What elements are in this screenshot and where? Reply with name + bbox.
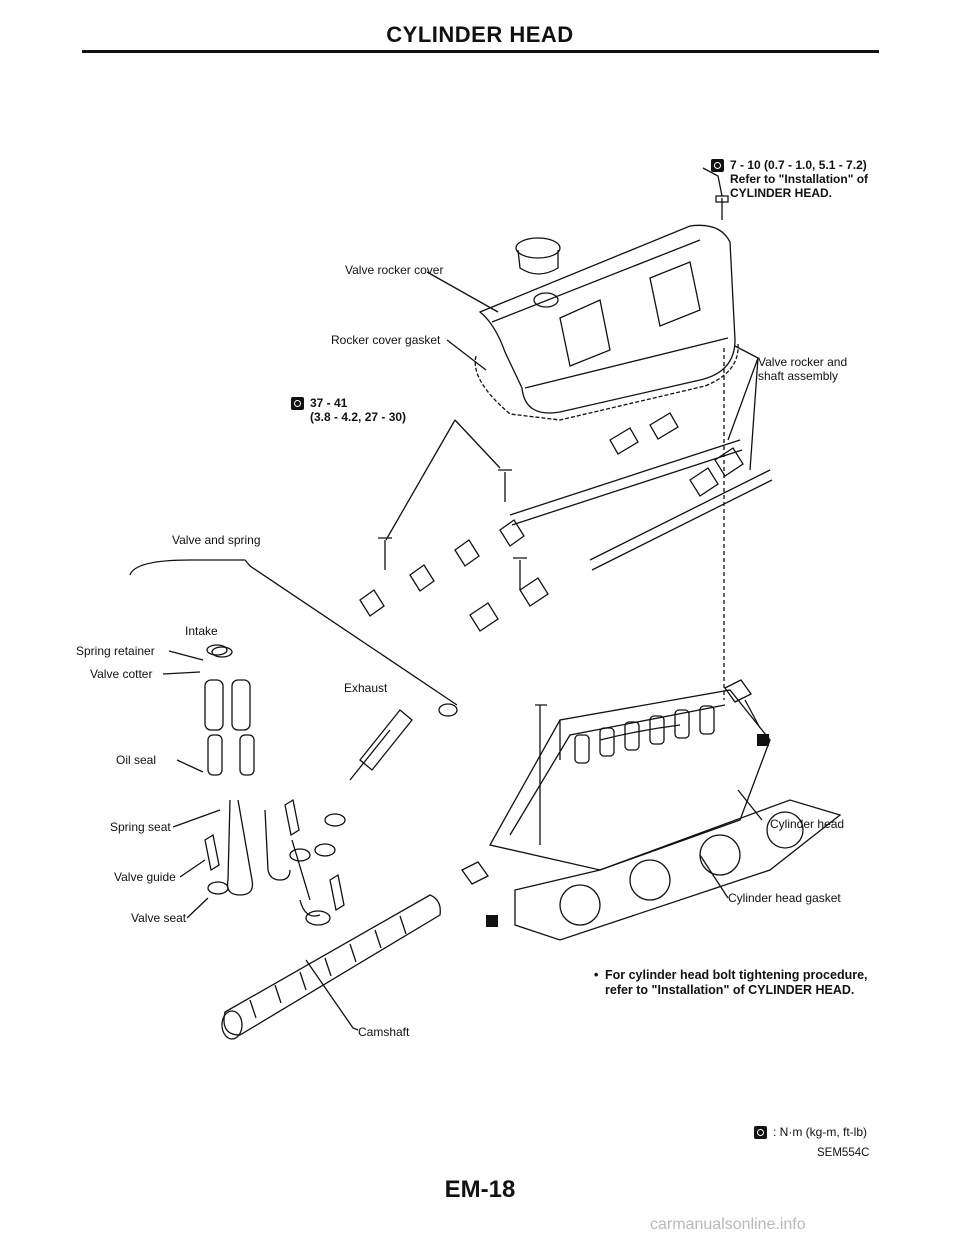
torque-note-line-3: CYLINDER HEAD. [730, 186, 833, 200]
torque-spec-shaft: 37 - 41 (3.8 - 4.2, 27 - 30) [291, 396, 406, 424]
label-valve-rocker-cover: Valve rocker cover [345, 263, 444, 277]
label-cylinder-head: Cylinder head [770, 817, 845, 831]
cylinder-head-gasket-shape [514, 799, 842, 941]
label-valve-rocker-and: Valve rocker and [758, 355, 848, 369]
page-number: EM-18 [444, 1176, 516, 1203]
head-valve-springs [574, 705, 715, 764]
rocker-cover-gasket-shape [474, 343, 739, 421]
valve-springs [204, 679, 413, 781]
label-valve-guide: Valve guide [114, 870, 176, 884]
label-intake: Intake [185, 624, 218, 638]
note-line-1: For cylinder head bolt tightening proced… [605, 968, 868, 982]
torque-value: 37 - 41 [310, 396, 348, 410]
rocker-shaft-2 [589, 469, 773, 571]
label-exhaust: Exhaust [344, 681, 388, 695]
torque-wrench-icon [711, 159, 724, 172]
rocker-arms [359, 412, 744, 632]
valve-exhaust [264, 809, 291, 881]
rocker-shaft-1 [509, 439, 743, 526]
units-text: : N·m (kg-m, ft-lb) [773, 1125, 867, 1139]
bolt-tightening-note: • For cylinder head bolt tightening proc… [594, 968, 868, 998]
label-valve-seat: Valve seat [131, 911, 187, 925]
new-part-mark [757, 734, 769, 746]
new-part-mark [486, 915, 498, 927]
label-spring-retainer: Spring retainer [76, 644, 155, 658]
title-rule [82, 50, 879, 53]
page-title: CYLINDER HEAD [386, 22, 574, 47]
torque-value: 7 - 10 (0.7 - 1.0, 5.1 - 7.2) [730, 158, 867, 172]
units-legend: : N·m (kg-m, ft-lb) [754, 1125, 867, 1139]
label-oil-seal: Oil seal [116, 753, 157, 767]
torque-note-line-2: (3.8 - 4.2, 27 - 30) [310, 410, 407, 424]
note-bullet: • [594, 968, 599, 982]
cylinder-head-shape [489, 689, 771, 871]
watermark: carmanualsonline.info [650, 1216, 806, 1233]
torque-note-line-2: Refer to "Installation" of [730, 172, 869, 186]
valve-intake [226, 799, 254, 896]
oil-filler-cap-shape [515, 237, 561, 259]
label-spring-seat: Spring seat [110, 820, 171, 834]
label-valve-and-spring: Valve and spring [172, 533, 261, 547]
figure-code: SEM554C [817, 1147, 870, 1159]
label-valve-cotter: Valve cotter [90, 667, 153, 681]
label-shaft-assembly: shaft assembly [758, 369, 839, 383]
label-rocker-cover-gasket: Rocker cover gasket [331, 333, 441, 347]
rocker-cover-shape [478, 224, 736, 414]
note-line-2: refer to "Installation" of CYLINDER HEAD… [605, 983, 855, 997]
torque-wrench-icon [754, 1126, 767, 1139]
torque-spec-cover: 7 - 10 (0.7 - 1.0, 5.1 - 7.2) Refer to "… [711, 158, 868, 200]
torque-wrench-icon [291, 397, 304, 410]
label-cylinder-head-gasket: Cylinder head gasket [728, 891, 841, 905]
label-camshaft: Camshaft [358, 1025, 410, 1039]
camshaft-shape [223, 894, 441, 1036]
